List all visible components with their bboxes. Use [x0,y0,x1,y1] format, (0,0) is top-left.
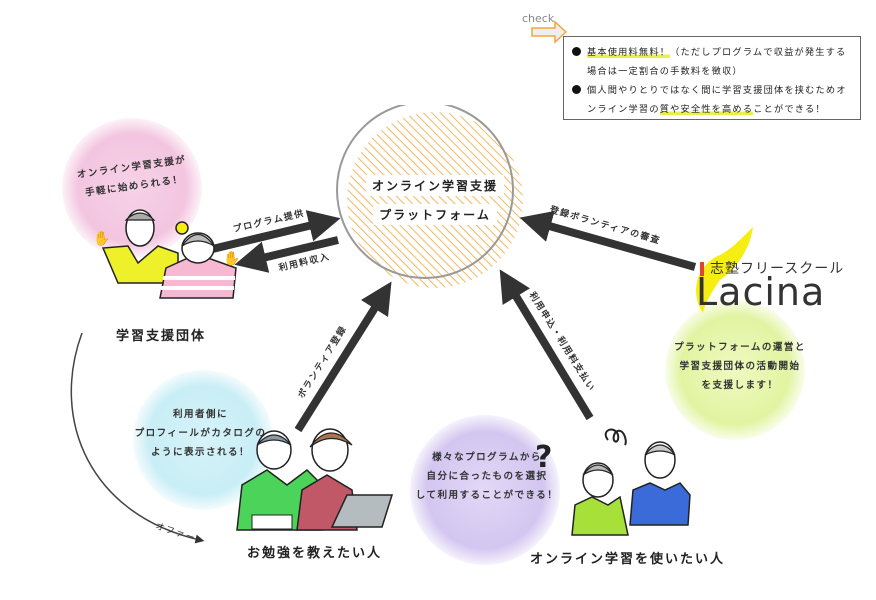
bullet-icon [572,47,581,56]
teachers-bubble-text: 利用者側に プロフィールがカタログの ように表示される！ [128,405,273,462]
hub-title: オンライン学習支援 プラットフォーム [360,175,510,225]
purple-bubble-bg [410,415,560,565]
arrow-volunteer-review [519,210,697,271]
learners-bubble-line1: 様々なプログラムから [432,452,542,463]
lacina-bubble-text: プラットフォームの運営と 学習支援団体の活動開始 を支援します！ [670,338,810,395]
organization-illustration: ✋ ✋ [93,209,238,299]
arrow-apply-pay [499,269,594,421]
check-label: check [522,12,555,25]
teachers-bubble-line3: ように表示される！ [150,447,250,458]
check-item-2-line2: ンライン学習の質や安全性を高めることができる！ [572,100,852,119]
laptop-icon [330,494,394,528]
boy-hair [582,464,614,476]
waving-hand-icon: ✋ [93,230,110,247]
hub-title-line1: オンライン学習支援 [365,175,504,196]
teachers-label: お勉強を教えたい人 [247,546,383,561]
lacina-red-bar [700,262,704,276]
lacina-name: Lacina [696,270,826,314]
squiggle-icon [604,428,627,446]
hub-outline-circle [336,105,514,279]
check-arrow-icon [531,20,568,44]
arrow-offer [70,332,205,544]
learners-bubble-line3: して利用することができる！ [415,490,559,501]
teacher-red-hair [309,432,353,448]
organization-label: 学習支援団体 [116,329,207,344]
girl-uniform [629,482,691,526]
teachers-bubble-line1: 利用者側に [172,409,228,420]
lacina-bubble-line2: 学習支援団体の活動開始 [679,361,801,372]
learners-bubble-line2: 自分に合ったものを選択 [426,471,548,482]
lime-bubble-bg [665,300,805,440]
teachers-bubble-line2: プロフィールがカタログの [134,428,267,439]
check-item-2: 個人間やりとりではなく間に学習支援団体を挟むためオ ンライン学習の質や安全性を高… [572,81,852,119]
hub-title-line2: プラットフォーム [373,204,497,225]
arrow-volunteer-register [294,281,392,433]
teacher-green-hair [256,434,292,446]
arrow-fee-income [234,236,339,273]
check-item-2-highlight: 質や安全性を高める [659,104,754,115]
check-item-2-line1: 個人間やりとりではなく間に学習支援団体を挟むためオ [587,85,847,96]
paper-sheet [251,514,293,530]
check-item-2-pre: ンライン学習の [587,104,660,115]
lightbulb-icon [175,221,189,235]
teachers-illustration [236,428,394,531]
check-item-1-cont: 場合は一定割合の手数料を徴収） [587,66,743,77]
check-item-1-highlight: 基本使用料無料！ [587,47,671,58]
waving-hand-icon: ✋ [223,250,238,267]
learners-label: オンライン学習を使いたい人 [530,552,726,567]
hub-graphic [336,105,523,288]
check-item-1-rest: （ただしプログラムで収益が発生する [670,47,847,58]
girl-hair [644,444,676,456]
lacina-bubble-line1: プラットフォームの運営と [674,342,806,353]
check-item-2-post: ことができる！ [753,104,826,115]
lacina-bubble-line3: を支援します！ [701,380,779,391]
check-item-1: 基本使用料無料！（ただしプログラムで収益が発生する 場合は一定割合の手数料を徴収… [572,43,852,81]
man-hair [124,212,156,221]
check-box: 基本使用料無料！（ただしプログラムで収益が発生する 場合は一定割合の手数料を徴収… [563,36,861,120]
learners-bubble-text: 様々なプログラムから 自分に合ったものを選択 して利用することができる！ [412,448,562,505]
lacina-subtitle: 志塾フリースクール [710,261,845,277]
arrow-program-provide [199,210,341,256]
woman-hair [181,233,215,247]
man-shirt [101,245,179,284]
bullet-icon [572,85,581,94]
learners-illustration [571,428,691,536]
question-mark-icon: ? [535,440,553,475]
hub-hatched-fill [347,112,523,288]
boy-shirt [571,495,629,536]
lacina-wing-logo-icon [696,227,753,313]
